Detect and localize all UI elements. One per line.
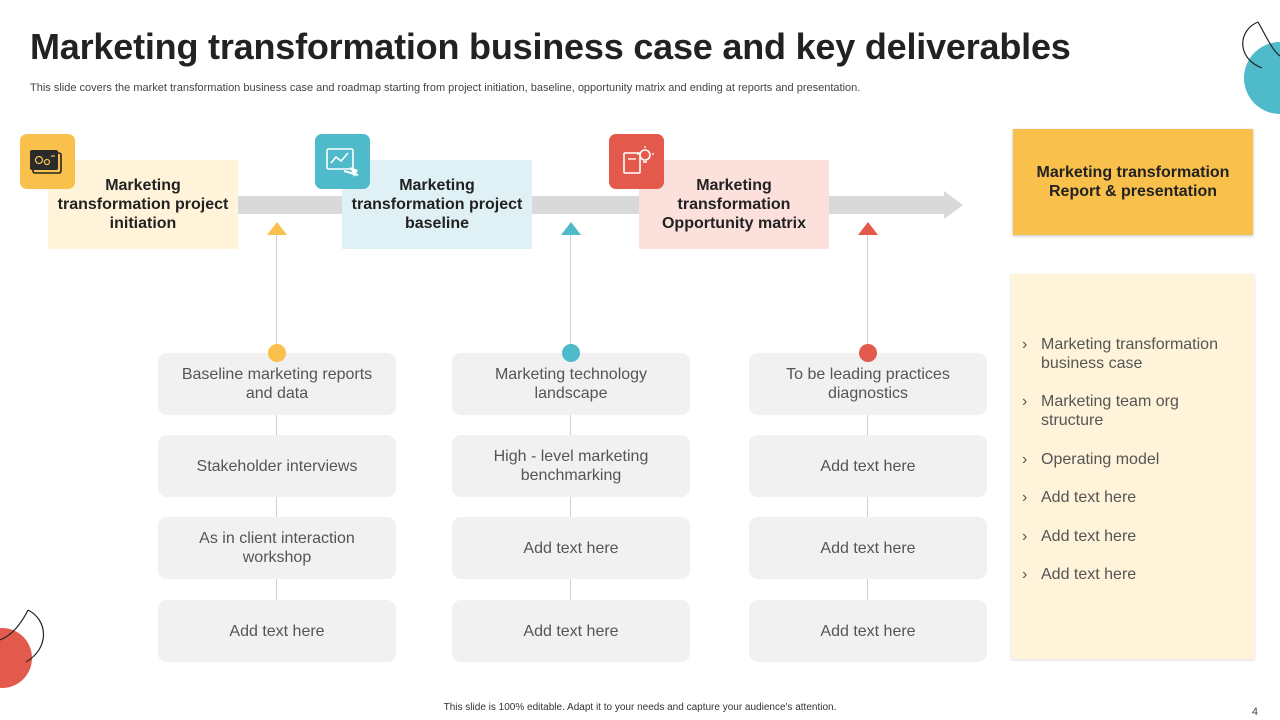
deliverable-item[interactable]: Add text here <box>1041 489 1137 506</box>
list-item[interactable]: High - level marketing benchmarking <box>452 435 690 497</box>
deliverable-item[interactable]: Marketing transformation business case <box>1041 336 1218 372</box>
deliverable-item[interactable]: Operating model <box>1041 451 1160 468</box>
deliverable-item[interactable]: Add text here <box>1041 528 1137 545</box>
bullet-chevron-icon: › <box>1022 489 1028 506</box>
stage-marker-triangle <box>561 222 581 235</box>
slide-title: Marketing transformation business case a… <box>30 26 1071 67</box>
stage-dot <box>562 344 580 362</box>
stage-opportunity-matrix[interactable]: Marketing transformation Opportunity mat… <box>639 160 829 249</box>
stage-marker-triangle <box>267 222 287 235</box>
page-number: 4 <box>1251 706 1258 718</box>
report-presentation-box[interactable]: Marketing transformation Report & presen… <box>1013 129 1253 235</box>
list-item[interactable]: Add text here <box>749 600 987 662</box>
stage-dot <box>268 344 286 362</box>
list-item[interactable]: Add text here <box>749 435 987 497</box>
decorative-circle-bottom-left <box>0 609 44 688</box>
deliverables-panel <box>1011 274 1254 659</box>
list-item[interactable]: Add text here <box>452 517 690 579</box>
list-item[interactable]: Stakeholder interviews <box>158 435 396 497</box>
deliverable-item[interactable]: Add text here <box>1041 566 1137 583</box>
bullet-chevron-icon: › <box>1022 451 1028 468</box>
connector-line <box>570 235 571 630</box>
bullet-chevron-icon: › <box>1022 528 1028 545</box>
stage-dot <box>859 344 877 362</box>
list-item[interactable]: Baseline marketing reports and data <box>158 353 396 415</box>
presentation-icon <box>20 134 75 189</box>
bullet-chevron-icon: › <box>1022 566 1028 583</box>
timeline-arrow-head <box>944 191 963 219</box>
stage-project-baseline[interactable]: Marketing transformation project baselin… <box>342 160 532 249</box>
slide-subtitle: This slide covers the market transformat… <box>30 82 861 94</box>
stage-project-initiation[interactable]: Marketing transformation project initiat… <box>48 160 238 249</box>
list-item[interactable]: As in client interaction workshop <box>158 517 396 579</box>
connector-line <box>276 235 277 630</box>
bullet-chevron-icon: › <box>1022 336 1028 353</box>
list-item[interactable]: Add text here <box>749 517 987 579</box>
chart-monitor-icon <box>315 134 370 189</box>
bullet-chevron-icon: › <box>1022 393 1028 410</box>
stage-marker-triangle <box>858 222 878 235</box>
slide-footer: This slide is 100% editable. Adapt it to… <box>443 702 837 713</box>
idea-book-icon <box>609 134 664 189</box>
list-item[interactable]: To be leading practices diagnostics <box>749 353 987 415</box>
list-item[interactable]: Marketing technology landscape <box>452 353 690 415</box>
decorative-circle-top-right <box>1242 21 1280 114</box>
connector-line <box>867 235 868 630</box>
list-item[interactable]: Add text here <box>158 600 396 662</box>
deliverable-item[interactable]: Marketing team org structure <box>1041 393 1179 429</box>
list-item[interactable]: Add text here <box>452 600 690 662</box>
